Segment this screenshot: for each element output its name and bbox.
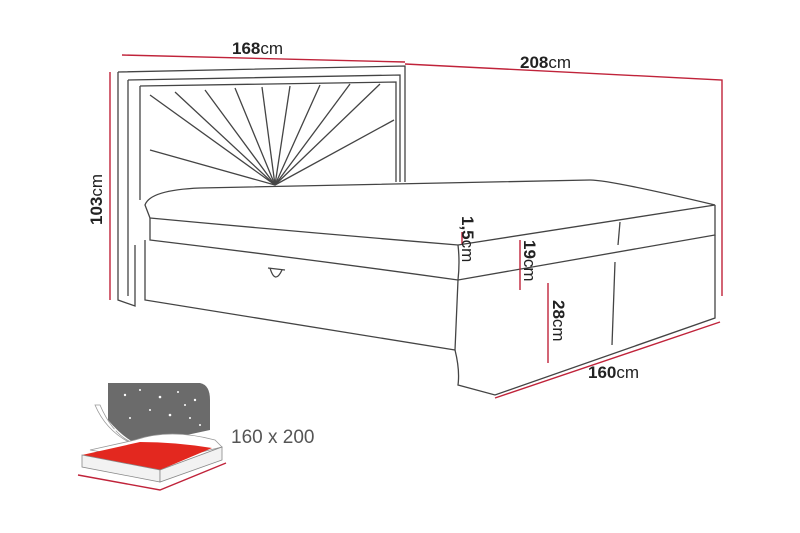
base-height-label: 28cm	[549, 300, 568, 342]
bed-width-label: 160cm	[588, 363, 639, 382]
sleeping-area-icon	[77, 383, 227, 491]
dimension-lines	[109, 54, 723, 399]
headboard-width-label: 168cm	[232, 39, 283, 58]
mattress-and-base	[144, 179, 716, 396]
topper-height-label: 1,5cm	[458, 216, 477, 262]
headboard	[117, 65, 406, 307]
sleeping-area-label: 160 x 200	[231, 427, 314, 448]
mattress-height-label: 19cm	[520, 240, 539, 282]
total-height-label: 103cm	[87, 174, 106, 225]
total-length-label: 208cm	[520, 53, 571, 72]
